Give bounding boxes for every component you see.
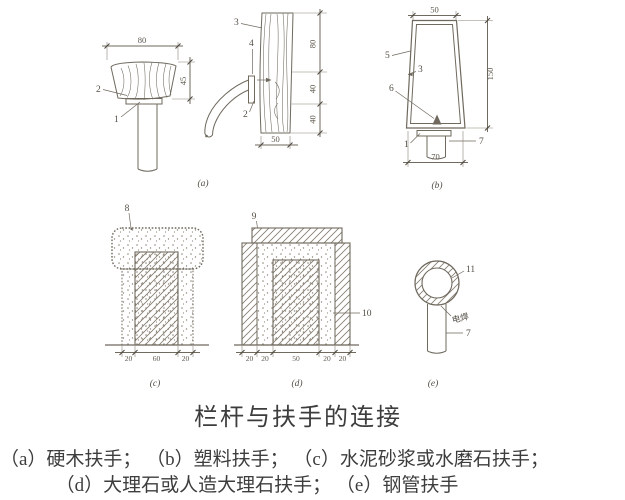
part-label-2-side: 2 [243,110,248,120]
dim-label: 40 [308,85,318,94]
part-label-3: 3 [234,18,239,28]
marble-panel-left [241,242,258,346]
caption-line-2: （d）大理石或人造大理石扶手； （e）钢管扶手 [55,475,459,496]
clip-triangle [432,114,442,125]
dim-label: 50 [292,354,300,363]
dim-label: 70 [431,152,440,162]
dim-label: 80 [308,40,318,49]
sublabel-b: (b) [431,180,442,191]
dim-label: 20 [261,354,269,363]
part-label-3: 3 [418,65,423,75]
dim-label: 40 [308,115,318,124]
part-label-8: 8 [125,204,130,214]
dim-label: 20 [182,354,190,363]
diagram-a-front: 80 45 2 1 [96,35,195,172]
concrete-core [134,251,179,346]
diagram-d: 9 10 20 20 50 20 20 [234,212,372,363]
part-label-4: 4 [249,39,254,49]
part-label-6: 6 [389,84,394,94]
dim-label: 80 [138,35,147,45]
marble-slab [251,227,343,244]
part-label-2: 2 [96,85,101,95]
figure-title: 栏杆与扶手的连接 [194,405,402,431]
dim-label: 50 [271,134,280,144]
part-label-5: 5 [385,51,390,61]
technical-drawing: 80 45 2 1 [96,5,495,390]
pipe-ring-inner [421,267,453,299]
bolt-arrow [266,77,272,83]
sublabel-d: (d) [291,378,302,389]
part-label-1: 1 [404,140,409,150]
diagram-c: 8 20 60 20 [105,204,209,363]
part-label-10: 10 [362,309,372,319]
part-label-9: 9 [252,212,257,222]
dim-label: 20 [339,354,347,363]
sublabel-c: (c) [150,378,161,389]
dim-label: 50 [430,5,439,15]
sublabel-e: (e) [428,378,439,389]
bracket-end-dot [205,134,208,138]
diagram-a-side: 3 4 2 80 40 40 50 [204,9,327,149]
part-label-1: 1 [114,115,119,125]
marble-panel-right [334,242,351,346]
dim-label: 20 [125,354,133,363]
weld-note: 电焊 [451,311,470,325]
diagram-b: 50 5 3 6 1 7 70 150 [385,5,495,167]
part-label-11: 11 [466,265,475,275]
dim-label: 20 [323,354,331,363]
diagram-e: 11 电焊 7 [414,260,475,354]
dim-label: 20 [246,354,254,363]
leader-arrowhead [408,72,413,77]
part-label-7: 7 [466,329,471,339]
dim-label: 45 [178,77,188,86]
dim-label: 150 [485,68,495,81]
part-label-7: 7 [479,137,484,147]
concrete-core [272,259,320,346]
dim-label: 60 [153,354,161,363]
sublabel-a: (a) [197,178,208,189]
caption-line-1: （a）硬木扶手； （b）塑料扶手； （c）水泥砂浆或水磨石扶手； [0,449,549,470]
